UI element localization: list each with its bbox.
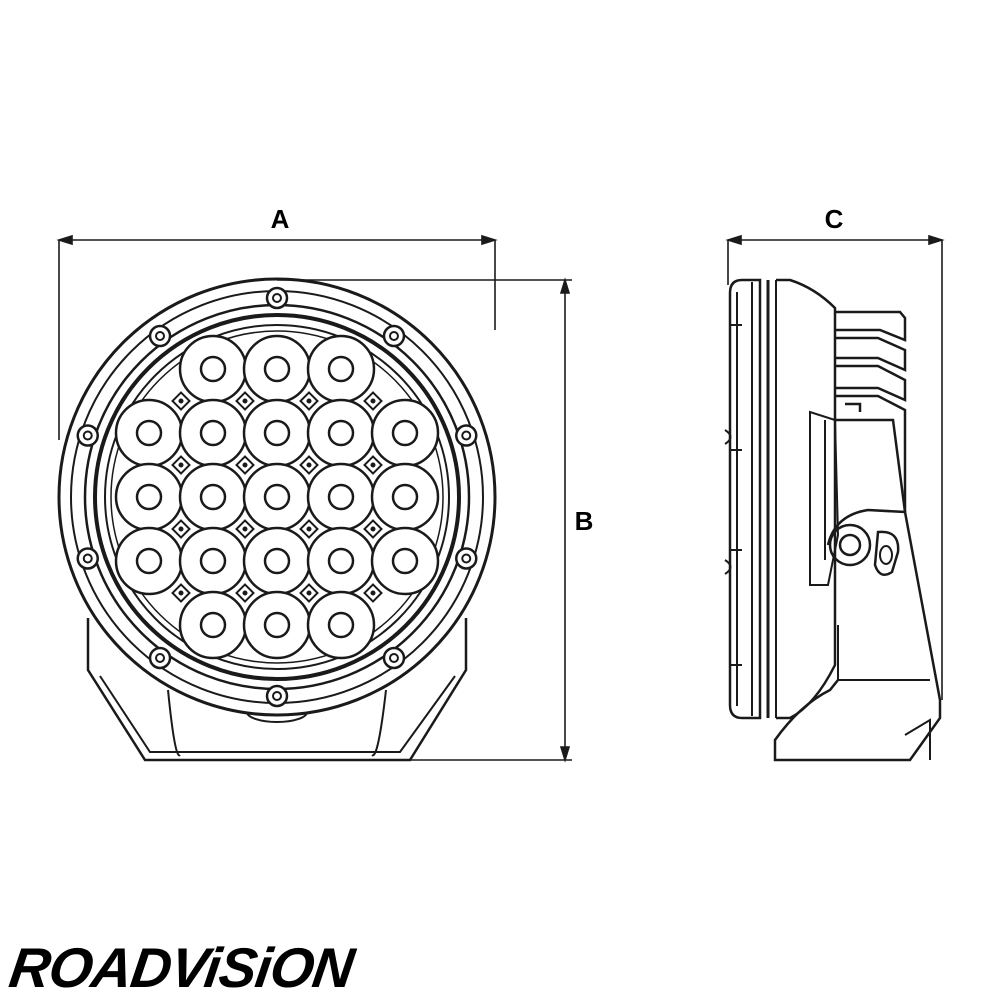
led-pod	[370, 526, 440, 596]
led-pod	[242, 398, 312, 468]
dimension-lines	[56, 234, 945, 763]
dimension-c-label: C	[825, 204, 844, 234]
heatsink-fins	[835, 310, 907, 512]
led-pod	[178, 590, 248, 660]
led-pod	[306, 398, 376, 468]
led-pod	[306, 462, 376, 532]
led-spacer	[235, 391, 255, 411]
bezel-ring-4	[93, 313, 461, 681]
led-spacer	[235, 583, 255, 603]
led-spacer	[235, 455, 255, 475]
led-spacer	[299, 455, 319, 475]
inner-ring	[110, 330, 444, 664]
screw	[455, 424, 478, 447]
screw	[148, 324, 172, 348]
led-spacer	[299, 519, 319, 539]
led-pod	[114, 462, 184, 532]
screw	[76, 547, 99, 570]
led-pod	[306, 334, 376, 404]
led-pod	[370, 462, 440, 532]
led-pod	[114, 526, 184, 596]
roadvision-logo: ROADViSiON	[5, 936, 358, 999]
led-pod	[242, 334, 312, 404]
led-spacer	[299, 583, 319, 603]
led-pod	[306, 526, 376, 596]
led-spacer	[299, 391, 319, 411]
led-pod	[242, 590, 312, 660]
led-spacer	[363, 391, 383, 411]
led-pod	[114, 398, 184, 468]
dimension-a-label: A	[271, 204, 290, 234]
led-spacer	[363, 519, 383, 539]
led-spacer	[171, 583, 191, 603]
led-pod	[242, 462, 312, 532]
led-array	[114, 334, 440, 660]
led-spacer	[171, 519, 191, 539]
lens-ring	[104, 324, 450, 670]
led-spacer	[171, 455, 191, 475]
led-pod	[178, 462, 248, 532]
led-pod	[370, 398, 440, 468]
screw	[382, 646, 406, 670]
led-spacers	[171, 391, 383, 603]
dimension-b-label: B	[575, 506, 594, 536]
screw	[455, 547, 478, 570]
screw	[265, 684, 289, 708]
led-pod	[178, 398, 248, 468]
screw	[265, 286, 289, 310]
led-pod	[242, 526, 312, 596]
bezel-screws	[76, 286, 478, 708]
screw	[76, 424, 99, 447]
led-pod	[306, 590, 376, 660]
led-spacer	[363, 583, 383, 603]
led-spacer	[235, 519, 255, 539]
side-bezel	[728, 278, 762, 720]
led-pod	[178, 334, 248, 404]
led-spacer	[363, 455, 383, 475]
front-view	[57, 277, 497, 762]
led-pod	[178, 526, 248, 596]
side-bracket	[773, 410, 942, 762]
screw	[382, 324, 406, 348]
led-spacer	[171, 391, 191, 411]
side-housing	[776, 278, 837, 720]
screw	[148, 646, 172, 670]
side-view	[724, 278, 942, 762]
